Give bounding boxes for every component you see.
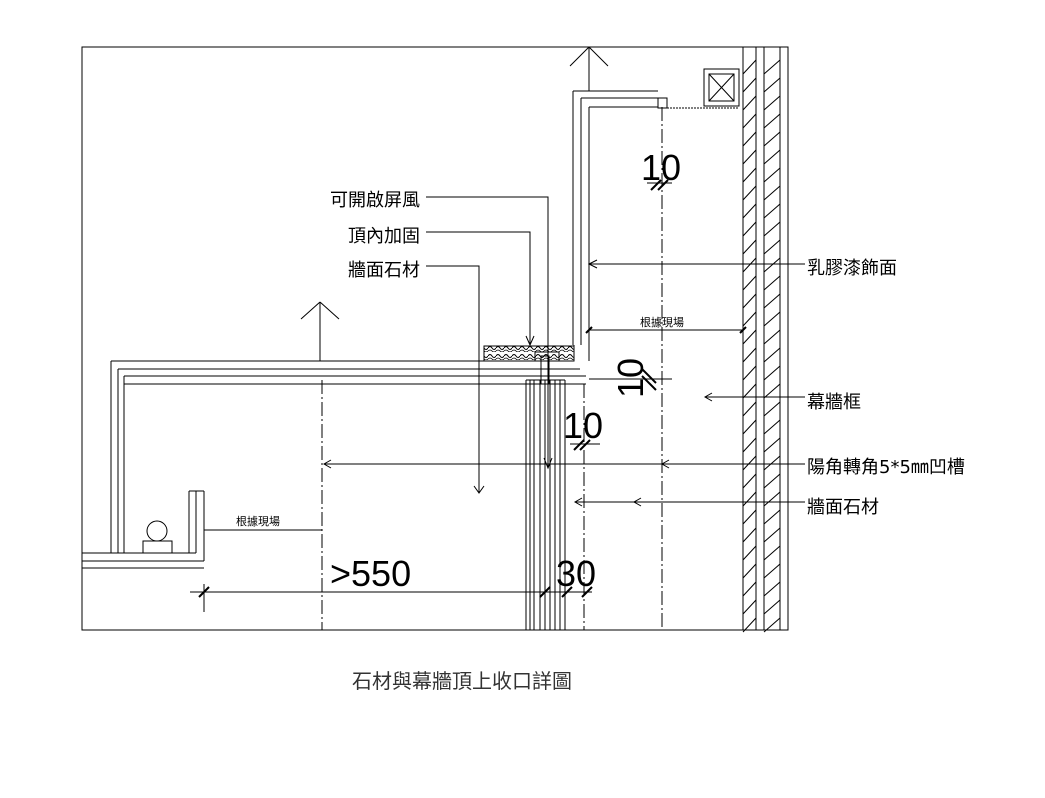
curtain-wall-frame: [742, 47, 781, 633]
label-ceiling-reinforce: 頂內加固: [348, 226, 420, 247]
dim-site-upper: 根據現場: [640, 315, 684, 329]
up-arrow-left: [300, 301, 340, 361]
stone-cladding: [525, 355, 566, 630]
screen-head: [534, 351, 560, 362]
dim-site-lower: 根據現場: [236, 514, 280, 528]
dim-550: >550: [330, 553, 411, 594]
dim-30: 30: [556, 553, 596, 594]
label-wall-stone-right: 牆面石材: [807, 497, 879, 518]
dim-10-mid: 10: [610, 358, 651, 398]
up-arrow-top: [569, 46, 609, 91]
drawing-border: [81, 46, 789, 631]
wood-blocking: [483, 345, 575, 362]
leaders: [322, 196, 805, 507]
vent-box: [667, 68, 740, 109]
drawing-caption: 石材與幕牆頂上收口詳圖: [352, 669, 572, 693]
dim-10-top: 10: [641, 147, 681, 188]
label-wall-stone-left: 牆面石材: [348, 260, 420, 281]
label-openable-screen: 可開啟屏風: [330, 190, 420, 211]
label-latex-paint: 乳膠漆飾面: [807, 258, 897, 279]
dimension-lines: [190, 179, 747, 612]
label-curtain-frame: 幕牆框: [807, 392, 861, 413]
light-fixture: [142, 490, 205, 561]
dim-10-low: 10: [563, 405, 603, 446]
label-corner-groove: 陽角轉角5*5㎜凹槽: [807, 457, 965, 478]
